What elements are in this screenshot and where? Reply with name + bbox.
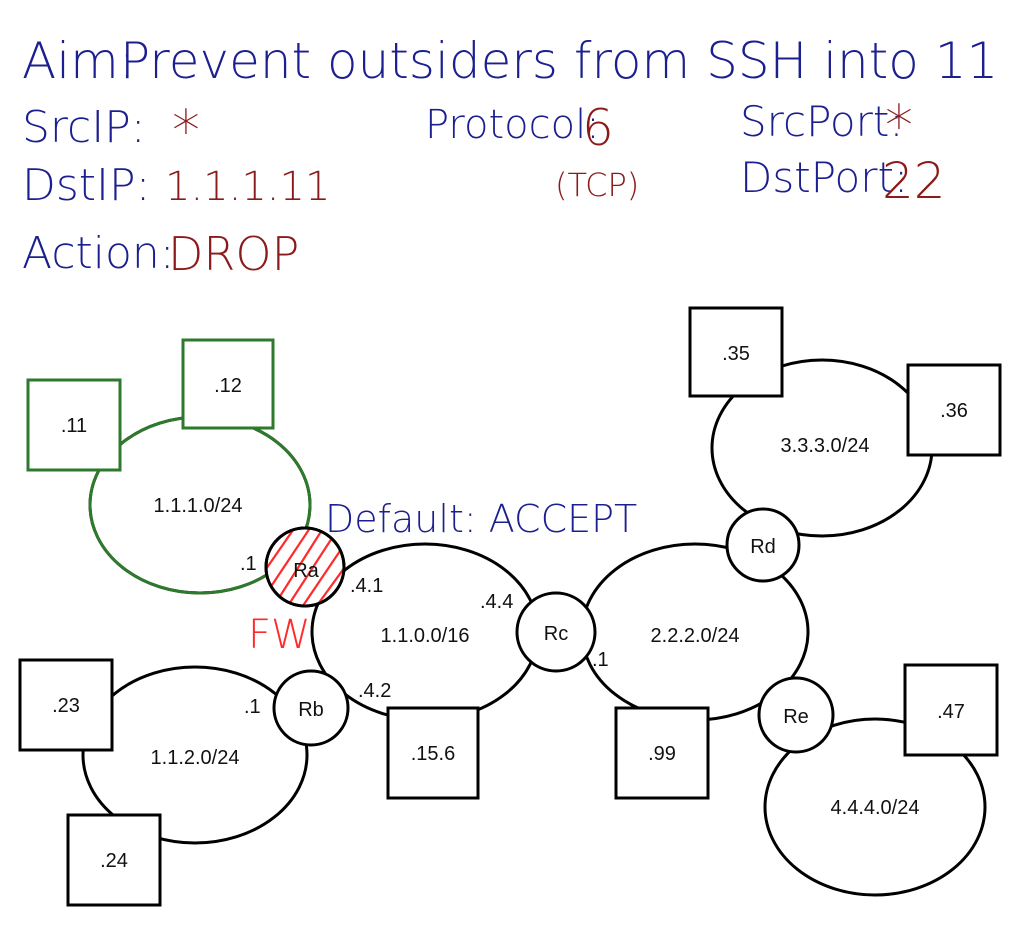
router-ra-label: Ra — [293, 560, 319, 582]
routers: Ra Rb Rc Rd Re — [264, 507, 835, 754]
host-12-label: .12 — [214, 375, 242, 397]
router-rc — [515, 591, 597, 673]
network-label-1-1-2: 1.1.2.0/24 — [151, 747, 240, 769]
router-rd-label: Rd — [750, 536, 776, 558]
host-99-label: .99 — [648, 743, 676, 765]
rc-left-interface: .4.4 — [480, 591, 513, 613]
aim-label: Aim: — [22, 32, 136, 90]
router-re-label: Re — [783, 706, 809, 728]
rb-left-interface: .1 — [244, 696, 261, 718]
aim-text: Prevent outsiders from SSH into 11 — [120, 32, 998, 90]
src-ip-label: SrcIP: — [22, 102, 146, 153]
host-15-6-box — [386, 706, 480, 800]
network-label-4-4-4: 4.4.4.0/24 — [831, 797, 920, 819]
protocol-label: Protocol: — [425, 102, 600, 148]
dst-ip-value: 1.1.1.11 — [165, 164, 330, 210]
firewall-label: FW — [248, 612, 311, 658]
dst-port-value: 22 — [882, 152, 946, 210]
host-11-label: .11 — [61, 415, 87, 437]
ra-right-interface: .4.1 — [350, 575, 383, 597]
firewall-annotations: Default: ACCEPT FW — [248, 497, 637, 658]
network-label-2-2-2: 2.2.2.0/24 — [651, 625, 740, 647]
host-24-label: .24 — [100, 850, 128, 872]
host-15-6-label: .15.6 — [411, 743, 455, 765]
router-rb — [272, 669, 350, 747]
host-99-box — [614, 706, 710, 800]
rc-right-interface: .1 — [592, 649, 609, 671]
router-re — [757, 676, 835, 754]
network-label-1-1-1: 1.1.1.0/24 — [154, 495, 243, 517]
dst-ip-label: DstIP: — [22, 160, 150, 211]
action-label: Action: — [22, 228, 175, 279]
router-rd — [725, 507, 801, 583]
rb-right-interface: .4.2 — [358, 680, 391, 702]
host-47-box — [903, 663, 999, 757]
host-36-label: .36 — [940, 400, 968, 422]
host-23-box — [18, 658, 114, 752]
src-ip-value: * — [172, 99, 200, 164]
hosts: .11 .12 .23 .24 .15.6 .99 .35 .36 .47 — [18, 306, 1002, 907]
network-1-1-2-ellipse — [81, 665, 309, 845]
default-policy-label: Default: ACCEPT — [325, 497, 637, 541]
router-ra-outline — [264, 526, 346, 608]
router-rb-label: Rb — [298, 699, 324, 721]
protocol-note: (TCP) — [555, 166, 639, 204]
host-24-box — [66, 813, 162, 907]
src-port-value: * — [885, 94, 913, 159]
router-rc-label: Rc — [544, 623, 568, 645]
host-36-box — [906, 363, 1002, 457]
network-label-1-1-0: 1.1.0.0/16 — [381, 625, 470, 647]
src-port-label: SrcPort: — [740, 97, 904, 146]
ra-left-interface: .1 — [240, 553, 257, 575]
dst-port-label: DstPort: — [740, 153, 908, 202]
host-23-label: .23 — [52, 695, 80, 717]
protocol-value: 6 — [582, 99, 614, 157]
host-12-highlight — [181, 338, 275, 430]
network-4-4-4-ellipse — [763, 717, 987, 897]
interface-labels: .1 .4.1 .4.4 .1 .4.2 .1 — [240, 553, 609, 718]
action-value: DROP — [168, 227, 299, 281]
host-47-label: .47 — [937, 701, 965, 723]
host-35-box — [688, 306, 784, 398]
host-11-highlight — [26, 378, 122, 472]
network-label-3-3-3: 3.3.3.0/24 — [781, 435, 870, 457]
host-35-label: .35 — [722, 343, 750, 365]
firewall-rule-header: Aim: Prevent outsiders from SSH into 11 … — [22, 32, 998, 281]
